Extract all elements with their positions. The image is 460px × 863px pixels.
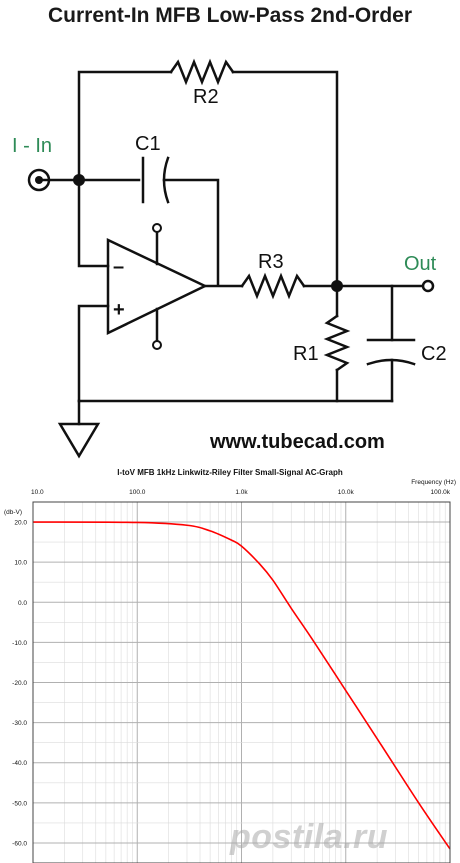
junction-input [73, 174, 85, 186]
chart-x-ticks: 10.0 100.0 1.0k 10.0k 100.0k [31, 489, 451, 496]
chart-y-tick-label: -10.0 [12, 640, 27, 647]
frequency-response-line [32, 521, 451, 850]
page-title: Current-In MFB Low-Pass 2nd-Order [47, 4, 413, 27]
chart-x-axis-label: Frequency (Hz) [411, 479, 456, 486]
c2-label: C2 [421, 343, 447, 365]
chart-y-tick-label: -20.0 [12, 680, 27, 687]
chart-y-ticks: 20.0 10.0 0.0 -10.0 -20.0 -30.0 -40.0 -50.0 -60.… [12, 520, 27, 848]
watermark: postila.ru [230, 818, 389, 856]
r2-label: R2 [193, 86, 219, 108]
wire-r2-right [231, 70, 339, 287]
chart-y-tick-label: -30.0 [12, 720, 27, 727]
chart-y-axis-label: (db-V) [4, 509, 22, 516]
output-label: Out [404, 253, 437, 275]
chart-x-tick-label: 1.0k [235, 489, 248, 496]
r2-resistor [169, 58, 235, 86]
circuit-schematic: R2 C1 R3 R1 C2 – + I - In Out www.tubeca… [12, 58, 447, 459]
chart-x-tick-label: 10.0 [31, 489, 44, 496]
output-terminal [421, 279, 435, 293]
r3-label: R3 [258, 251, 284, 273]
wire-noninverting-input [77, 304, 110, 403]
chart-x-tick-label: 10.0k [338, 489, 355, 496]
chart-y-tick-label: -50.0 [12, 800, 27, 807]
ac-response-chart: I-toV MFB 1kHz Linkwitz-Riley Filter Sma… [4, 468, 456, 863]
c1-label: C1 [135, 133, 161, 155]
supply-terminal-bottom [152, 340, 162, 350]
r1-resistor [323, 314, 351, 372]
input-terminal-inner [35, 176, 43, 184]
r1-label: R1 [293, 343, 319, 365]
chart-x-tick-label: 100.0 [129, 489, 146, 496]
ground-symbol [57, 422, 101, 459]
website-label: www.tubecad.com [209, 431, 385, 453]
supply-terminal-top [152, 223, 162, 233]
junction-output [331, 280, 343, 292]
op-amp-plus-label: + [113, 299, 125, 321]
chart-y-tick-label: 10.0 [14, 560, 27, 567]
chart-x-tick-label: 100.0k [430, 489, 450, 496]
chart-grid [32, 501, 450, 863]
op-amp-minus-label: – [113, 256, 124, 278]
chart-plot-border [32, 501, 451, 863]
input-label: I - In [12, 135, 52, 157]
wire-inverting-input [77, 178, 110, 268]
wire-c1-right [162, 178, 220, 287]
wire-r2-left [77, 70, 173, 182]
chart-y-tick-label: 0.0 [18, 600, 27, 607]
chart-title: I-toV MFB 1kHz Linkwitz-Riley Filter Sma… [117, 468, 343, 477]
chart-y-tick-label: -60.0 [12, 840, 27, 847]
chart-y-tick-label: -40.0 [12, 760, 27, 767]
chart-y-tick-label: 20.0 [14, 520, 27, 527]
input-terminal-outer [27, 168, 51, 192]
r3-resistor [240, 272, 306, 300]
